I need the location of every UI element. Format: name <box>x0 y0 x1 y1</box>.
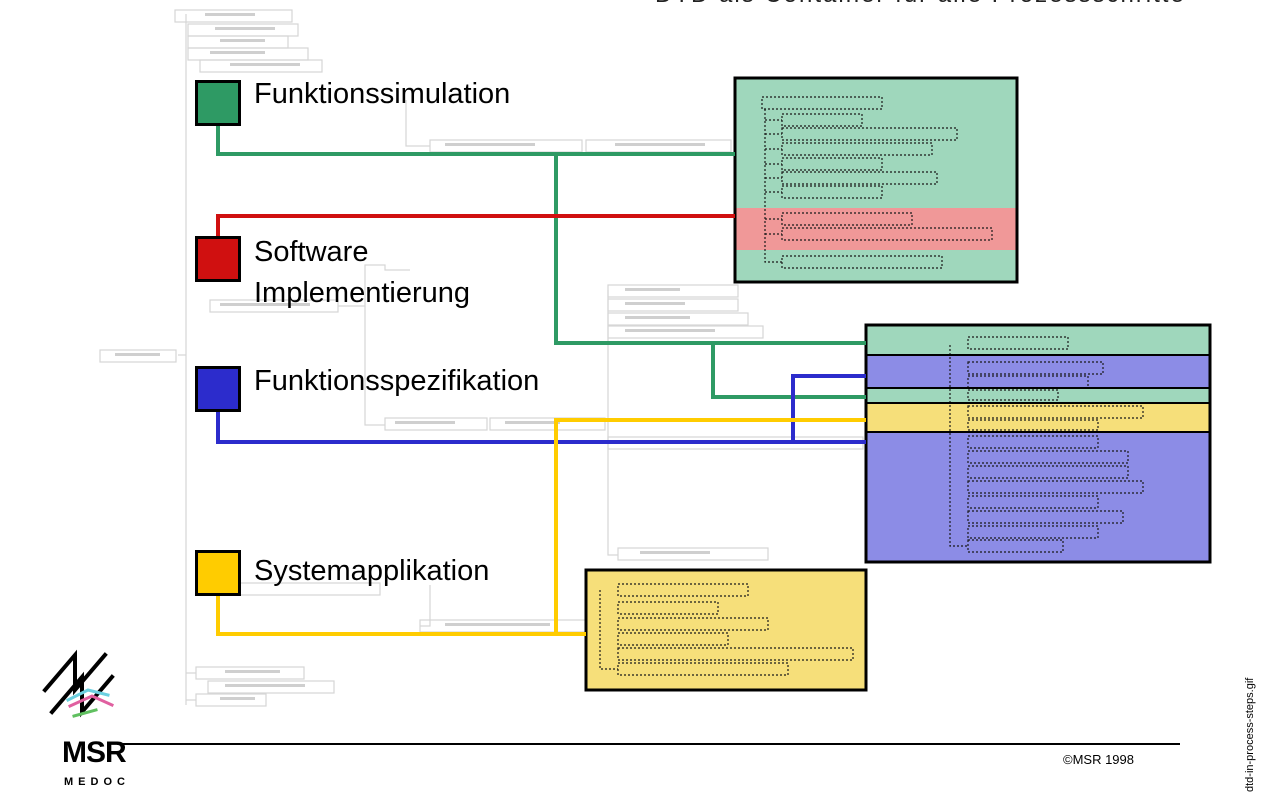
yellow-link <box>216 594 586 636</box>
panel-simulation-implementation <box>733 76 1019 284</box>
blue-swatch <box>195 366 241 412</box>
footer-divider <box>117 743 1180 745</box>
funktionsspezifikation-label: Funktionsspezifikation <box>254 365 540 397</box>
red-swatch <box>195 236 241 282</box>
page-title: DTD als Container für alle Prozessschrit… <box>655 0 1186 9</box>
funktionssimulation-label: Funktionssimulation <box>254 78 511 110</box>
panel-specification-stack <box>864 323 1212 564</box>
green-link-branch-2 <box>711 343 866 399</box>
red-link <box>216 214 735 238</box>
software-label: Software <box>254 236 369 268</box>
blue-link <box>216 410 866 444</box>
panel-systemapplikation <box>584 568 868 692</box>
green-link <box>216 123 735 156</box>
logo-msr-text: MSR <box>62 736 127 769</box>
yellow-swatch <box>195 550 241 596</box>
systemapplikation-label: Systemapplikation <box>254 555 490 587</box>
logo-medoc-text: MEDOC <box>64 776 130 788</box>
copyright-text: ©MSR 1998 <box>1063 752 1134 767</box>
green-swatch <box>195 80 241 126</box>
implementierung-label: Implementierung <box>254 277 470 309</box>
file-name-label: dtd-in-process-steps.gif <box>1244 677 1256 792</box>
yellow-link-branch <box>554 418 866 634</box>
